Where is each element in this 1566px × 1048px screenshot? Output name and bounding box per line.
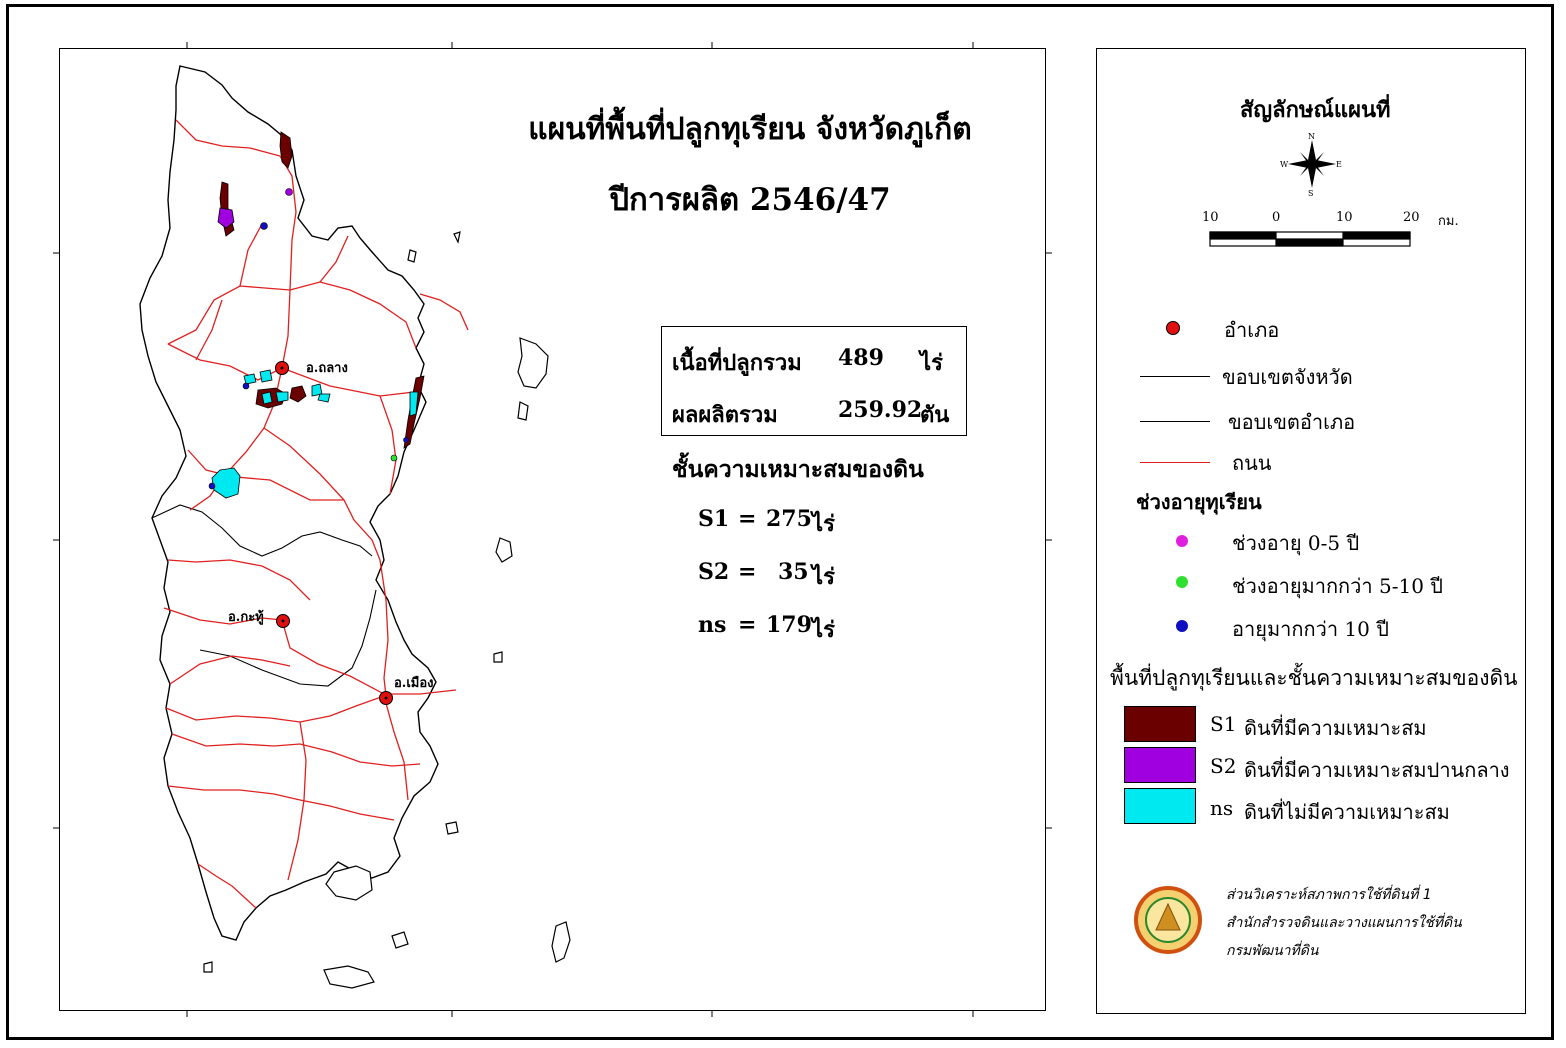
yield-label: ผลผลิตรวม [672,402,778,428]
province-boundary-symbol [1140,376,1210,377]
legend-s2-code: S2 [1210,754,1237,778]
map-title: แผนที่พื้นที่ปลูกทุเรียน จังหวัดภูเก็ต [528,112,972,147]
class-code: S2 [698,559,730,585]
area-value: 489 [838,345,884,371]
s1-swatch [1124,706,1196,742]
page-frame [6,4,1554,1040]
legend-ns-code: ns [1210,796,1234,820]
equals-sign: = [738,506,757,532]
area-label: เนื้อที่ปลูกรวม [672,350,802,376]
s2-swatch [1124,747,1196,783]
ns-swatch [1124,788,1196,824]
class-code: ns [698,612,727,638]
road-network [163,119,469,909]
equals-sign: = [738,559,757,585]
legend-s1-label: ดินที่มีความเหมาะสม [1244,716,1427,740]
legend-age-10-plus: อายุมากกว่า 10 ปี [1232,617,1389,641]
legend-province-boundary: ขอบเขตจังหวัด [1222,365,1353,389]
compass-rose-icon [1288,140,1336,188]
durian-plots [211,131,425,499]
compass-w-label: W [1280,160,1289,169]
area-unit: ไร่ [920,350,943,376]
agency-seal-icon [1134,886,1202,954]
legend-frame [1096,48,1526,1014]
small-islands [203,231,571,989]
legend-s2-label: ดินที่มีความเหมาะสมปานกลาง [1244,758,1510,782]
legend-ns-label: ดินที่ไม่มีความเหมาะสม [1244,800,1450,824]
legend-s1-code: S1 [1210,712,1237,736]
scale-label-10: 10 [1336,210,1353,225]
age-5-10-dot [1176,576,1188,588]
age-10-plus-dot [1176,620,1188,632]
map-subtitle: ปีการผลิต 2546/47 [609,182,891,218]
district-points [275,361,393,705]
suitability-title: ชั้นความเหมาะสมของดิน [672,456,924,483]
agency-line-3: กรมพัฒนาที่ดิน [1226,943,1319,959]
road-symbol [1140,462,1210,463]
yield-unit: ตัน [920,402,950,428]
district-label-mueang: อ.เมือง [394,676,434,691]
scale-bar [1209,231,1411,247]
agency-line-1: ส่วนวิเคราะห์สภาพการใช้ที่ดินที่ 1 [1226,887,1432,903]
class-area: 179 [766,612,812,638]
legend-title: สัญลักษณ์แผนที่ [1240,97,1391,123]
class-unit: ไร่ [812,511,835,537]
area-class-title: พื้นที่ปลูกทุเรียนและชั้นความเหมาะสมของด… [1110,666,1518,690]
legend-age-0-5: ช่วงอายุ 0-5 ปี [1232,531,1360,555]
legend-district-boundary: ขอบเขตอำเภอ [1228,410,1356,434]
compass-n-label: N [1308,132,1315,141]
stats-box: เนื้อที่ปลูกรวม 489 ไร่ ผลผลิตรวม 259.92… [661,326,967,436]
scale-label-10-left: 10 [1202,210,1219,225]
durian-age-points [208,188,409,490]
class-area: 35 [778,559,809,585]
district-boundaries [151,504,377,687]
legend-district: อำเภอ [1224,318,1280,342]
compass-s-label: S [1308,189,1314,198]
agency-line-2: สำนักสำรวจดินและวางแผนการใช้ที่ดิน [1226,915,1462,931]
legend-road: ถนน [1232,451,1272,475]
map-frame [59,48,1046,1011]
age-0-5-dot [1176,535,1188,547]
class-area: 275 [766,506,812,532]
compass-e-label: E [1336,160,1342,169]
class-code: S1 [698,506,730,532]
legend-age-5-10: ช่วงอายุมากกว่า 5-10 ปี [1232,574,1443,598]
age-title: ช่วงอายุทุเรียน [1136,490,1262,514]
equals-sign: = [738,612,757,638]
scale-label-20: 20 [1403,210,1420,225]
island-outline [139,65,439,941]
class-unit: ไร่ [812,617,835,643]
class-unit: ไร่ [812,564,835,590]
district-label-kathu: อ.กะทู้ [228,610,264,625]
graticule-ticks [53,42,1052,1017]
yield-value: 259.92 [838,397,923,423]
scale-label-0: 0 [1272,210,1281,225]
district-label-thalang: อ.ถลาง [306,361,348,376]
district-point-icon [1166,321,1180,335]
district-boundary-symbol [1140,421,1210,422]
scale-unit: กม. [1438,214,1459,229]
